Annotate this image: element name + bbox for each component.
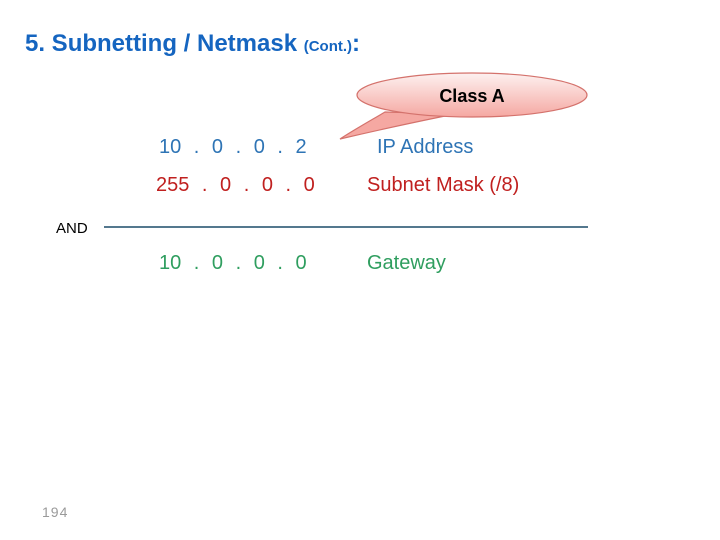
slide-title-cont: (Cont.): [303, 38, 353, 55]
ip-address-value: 10 . 0 . 0 . 2: [159, 136, 307, 158]
gateway-label: Gateway: [367, 252, 446, 274]
subnet-mask-value: 255 . 0 . 0 . 0: [156, 174, 315, 196]
class-a-label: Class A: [439, 86, 505, 106]
slide-title: 5. Subnetting / Netmask (Cont.):: [25, 30, 360, 58]
slide-title-colon: :: [352, 30, 361, 57]
and-operator-label: AND: [56, 220, 88, 237]
page-number: 194: [42, 504, 69, 520]
slide-title-main: 5. Subnetting / Netmask: [25, 30, 304, 57]
ip-address-label: IP Address: [377, 136, 474, 158]
class-a-callout-shape: [339, 72, 588, 140]
divider-line: [104, 226, 588, 228]
subnet-mask-label: Subnet Mask (/8): [367, 174, 520, 196]
callout-oval: [356, 72, 588, 118]
gateway-value: 10 . 0 . 0 . 0: [159, 252, 307, 274]
callout-tail: [339, 111, 456, 140]
